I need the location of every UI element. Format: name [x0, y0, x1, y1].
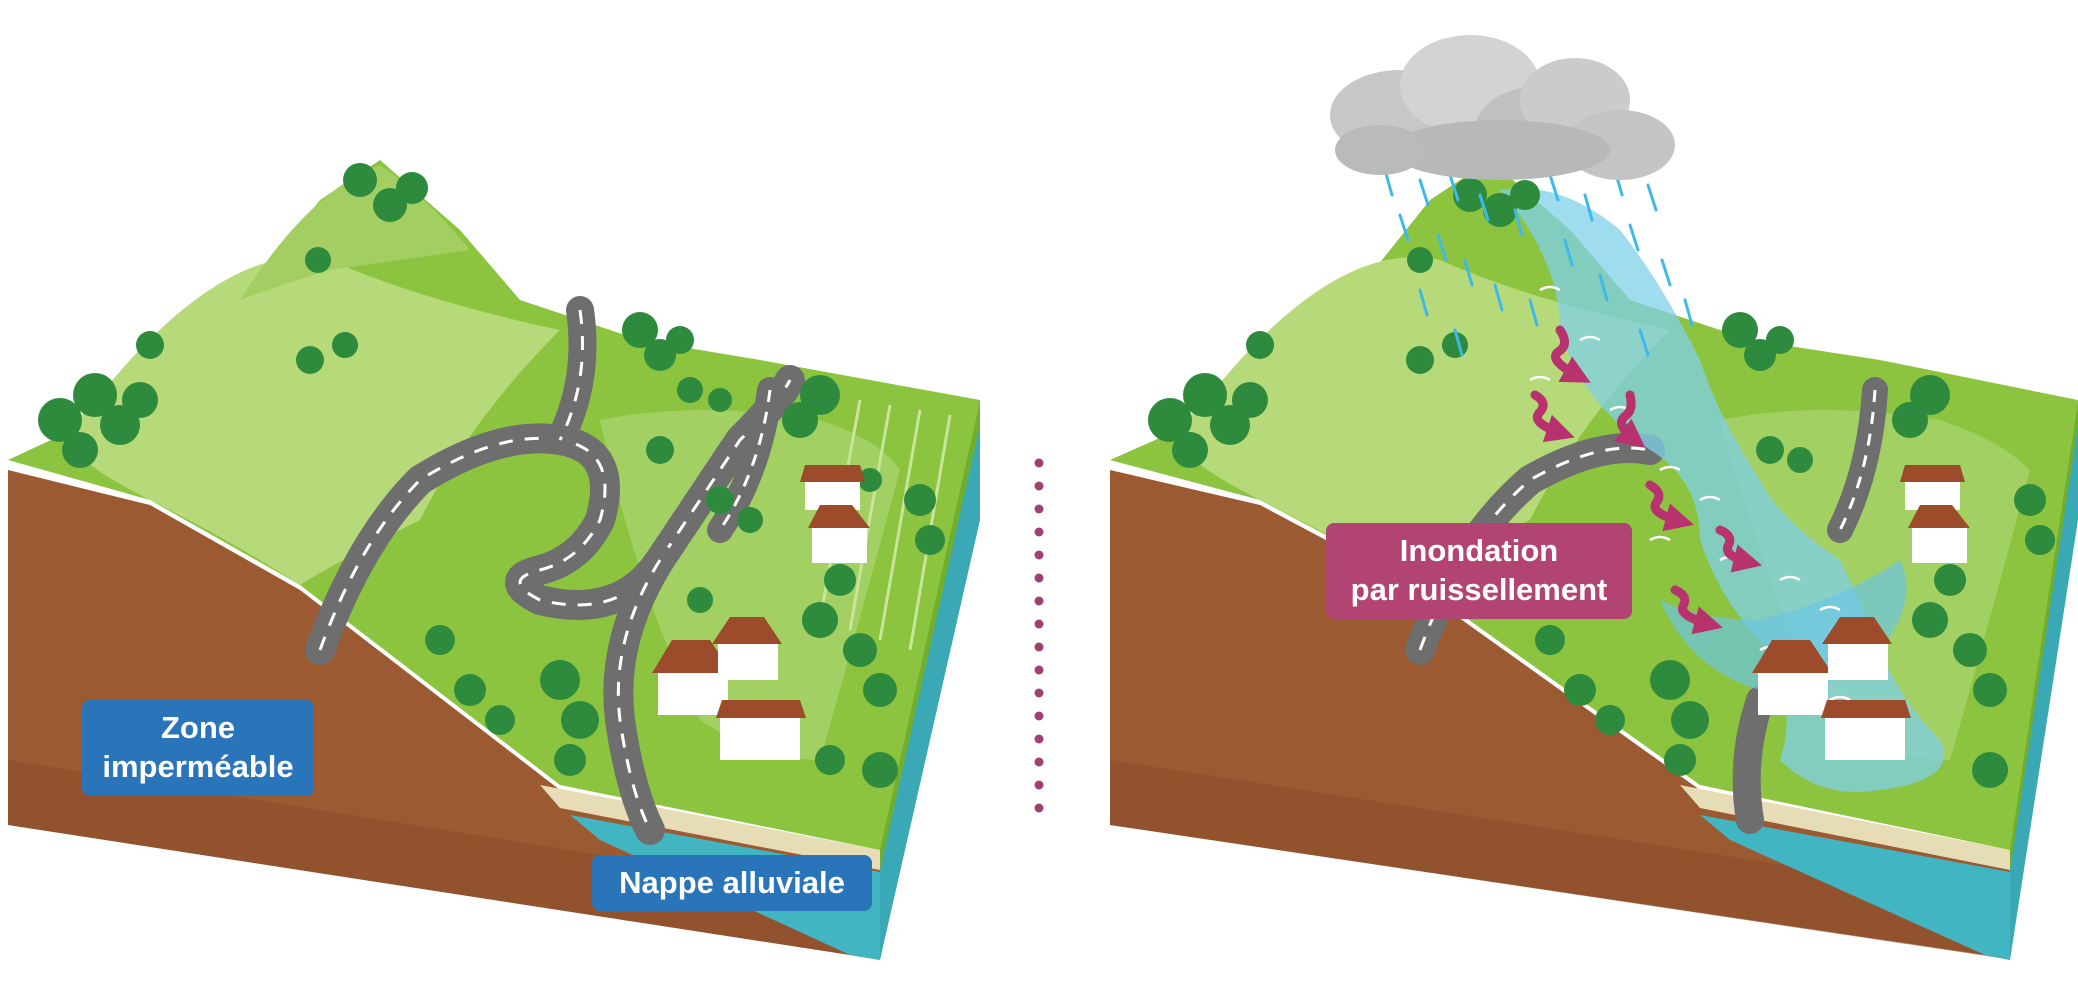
nappe-label-text: Nappe alluviale [619, 864, 845, 900]
right-right-face [2010, 420, 2078, 960]
inondation-label-line2: par ruissellement [1350, 572, 1608, 607]
inondation-label: Inondation par ruissellement [1326, 523, 1632, 619]
right-sand-layer [1680, 785, 2010, 870]
right-right-face-grass [2010, 400, 2078, 870]
right-houses [1752, 465, 1970, 760]
left-road-upper [546, 296, 597, 454]
zone-impermeable-label: Zone imperméable [82, 700, 314, 796]
zone-label-line1: Zone [160, 710, 236, 746]
runoff-ripples [1529, 285, 1851, 702]
cloud [1330, 35, 1675, 180]
separator-dots [1034, 458, 1044, 813]
inondation-label-line1: Inondation [1399, 533, 1559, 569]
right-aquifer [1700, 815, 2010, 960]
left-right-face-grass [880, 400, 980, 870]
nappe-alluviale-label: Nappe alluviale [592, 855, 872, 911]
left-right-face [880, 420, 980, 960]
left-hill-light [60, 257, 560, 585]
left-trees [38, 163, 945, 788]
right-terrain-block [1110, 35, 2078, 960]
left-houses [652, 465, 870, 760]
left-terrain-block [8, 160, 980, 960]
right-road-lower [1732, 686, 1774, 834]
runoff-arrows [1530, 325, 1762, 635]
zone-label-line2: imperméable [102, 749, 294, 784]
right-soil-lower [1110, 760, 2010, 958]
right-hill-light [1170, 257, 1670, 585]
right-trees [1148, 178, 2055, 788]
